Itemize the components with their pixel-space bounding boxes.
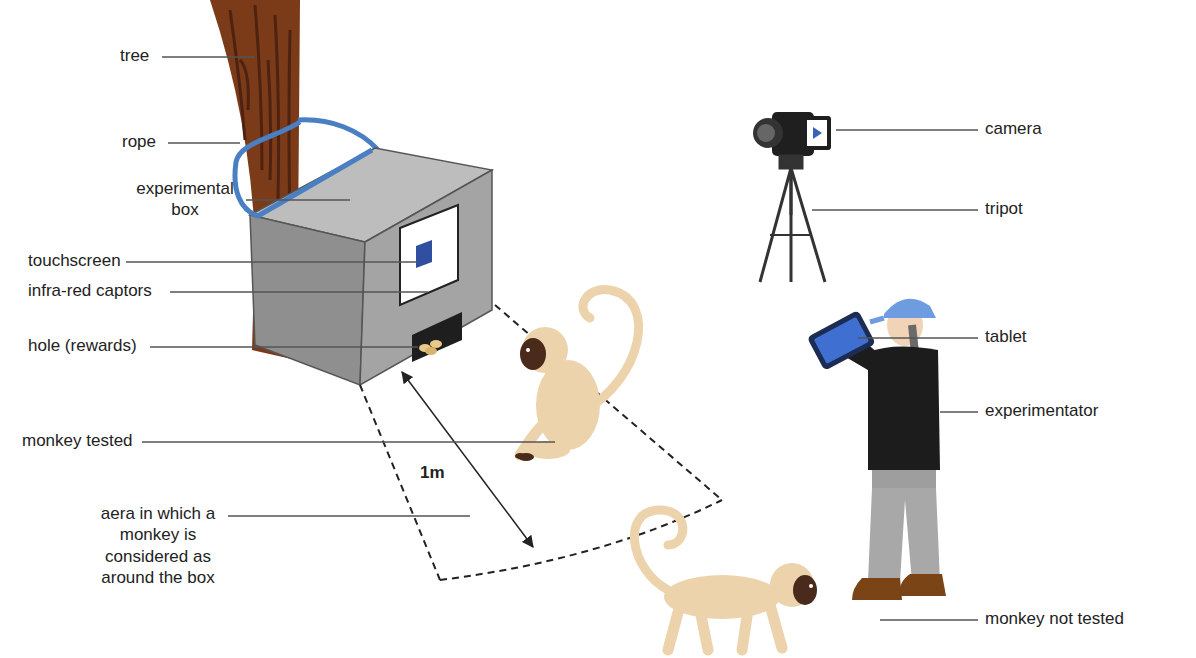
camera-label: camera xyxy=(985,118,1042,139)
area-label: aera in which a monkey is considered as … xyxy=(97,503,219,588)
tripod-label: tripot xyxy=(985,198,1023,219)
rope xyxy=(298,120,378,150)
tripod xyxy=(760,156,825,282)
monkey-not-tested xyxy=(634,510,817,650)
dimension-label: 1m xyxy=(420,462,445,483)
hole-label: hole (rewards) xyxy=(28,335,137,356)
camera xyxy=(753,112,831,156)
monkey-label: monkey tested xyxy=(22,430,133,451)
leader-lines xyxy=(126,57,978,620)
screen-label: touchscreen xyxy=(28,250,121,271)
experimental-box xyxy=(250,148,492,385)
monkey-tested xyxy=(515,290,639,461)
rope-label: rope xyxy=(122,131,156,152)
box-label: experimental box xyxy=(130,178,240,221)
reward-hole xyxy=(412,312,462,362)
tree-label: tree xyxy=(120,45,149,66)
dimension-arrow xyxy=(402,372,533,547)
captor-label: infra-red captors xyxy=(28,280,152,301)
touchscreen xyxy=(400,205,458,305)
experimentator xyxy=(807,299,946,600)
tablet-label: tablet xyxy=(985,326,1027,347)
person-label: experimentator xyxy=(985,400,1098,421)
rope xyxy=(235,122,372,216)
monkey-label: monkey not tested xyxy=(985,608,1124,629)
